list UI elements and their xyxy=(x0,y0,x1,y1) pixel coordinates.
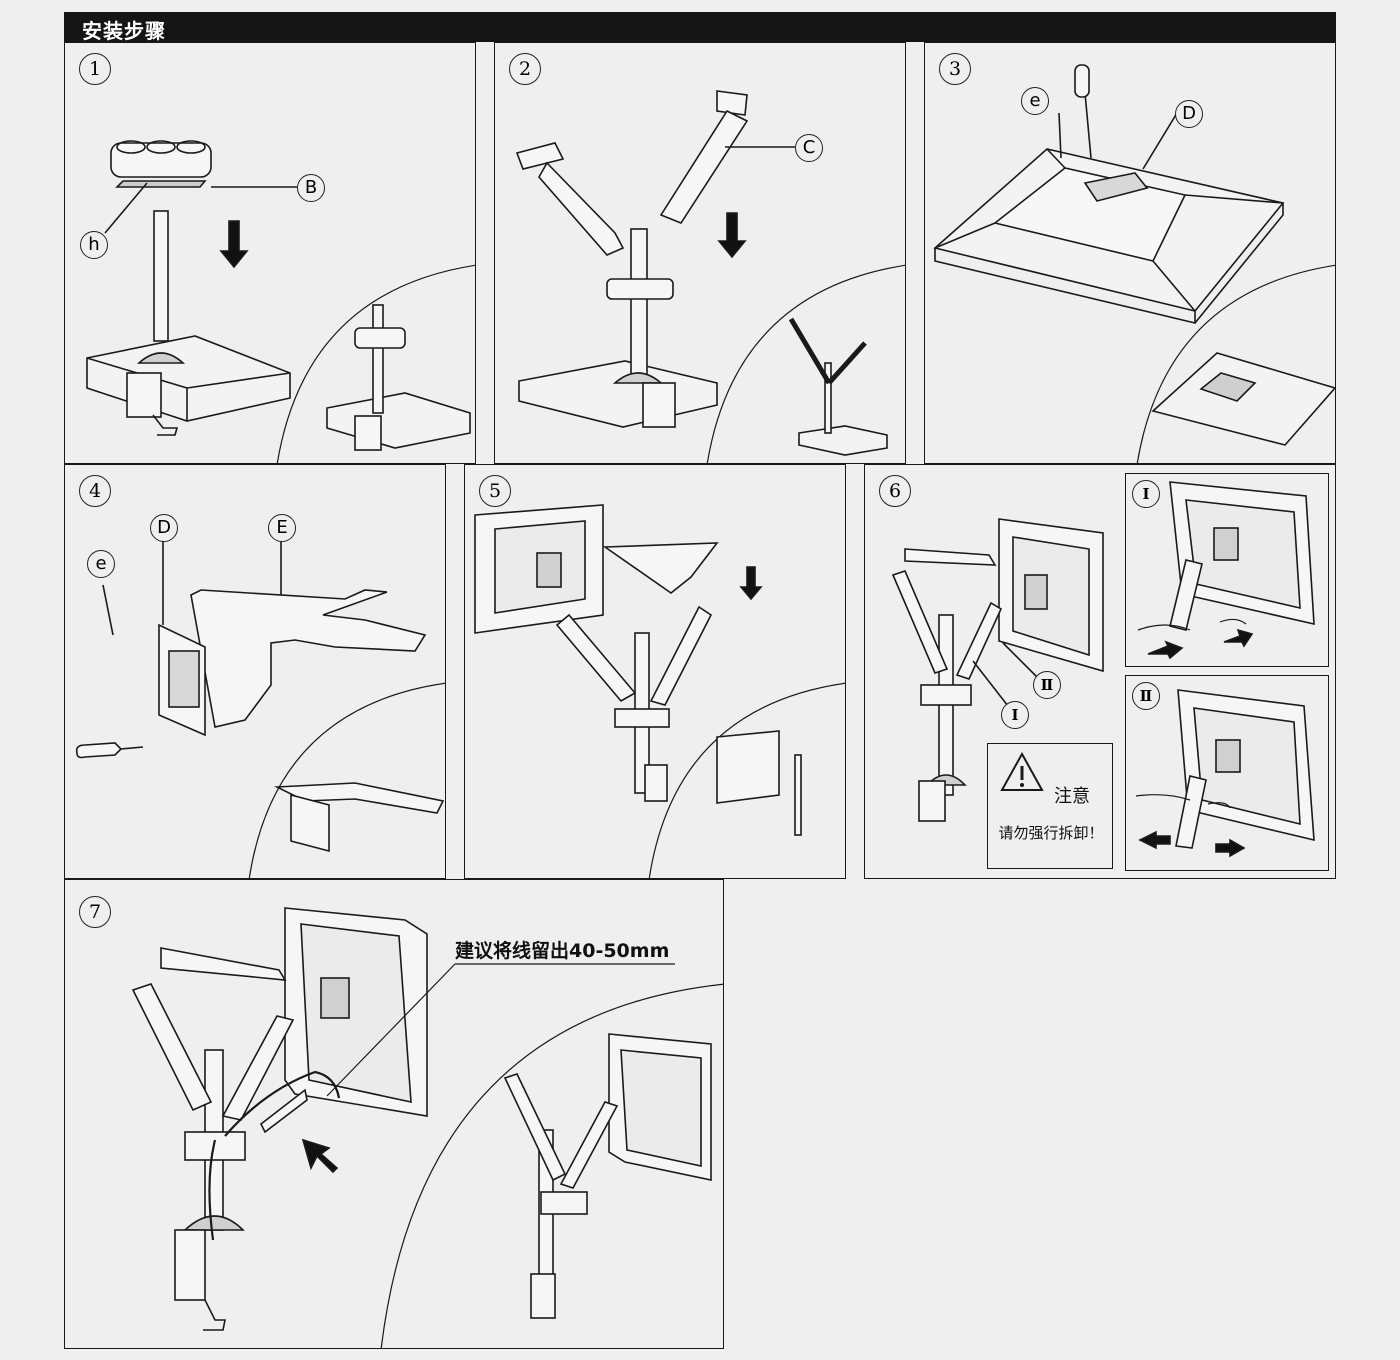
warning-text: 请勿强行拆卸！ xyxy=(998,824,1104,842)
callout-d: D xyxy=(1175,100,1203,128)
step-6-illustration xyxy=(891,518,1104,822)
warning-icon xyxy=(1000,751,1044,791)
callout-d-2: D xyxy=(150,514,178,542)
step-7-panel: 7 建议将线留出40-50mm xyxy=(64,879,724,1349)
step-number-5: 5 xyxy=(479,475,511,507)
subpanel-1-label: Ⅰ xyxy=(1132,480,1160,508)
subpanel-1-illustration xyxy=(1137,481,1315,660)
subpanel-2: Ⅱ xyxy=(1125,675,1329,871)
step-1-panel: 1 B h xyxy=(64,42,476,464)
callout-roman-2: Ⅱ xyxy=(1033,671,1061,699)
instructions-header: 安装步骤 xyxy=(64,12,1336,43)
header-title: 安装步骤 xyxy=(82,19,166,43)
warning-title: 注意 xyxy=(1054,786,1090,807)
subpanel-1: Ⅰ xyxy=(1125,473,1329,667)
callout-e: e xyxy=(1021,87,1049,115)
subpanel-2-label: Ⅱ xyxy=(1132,682,1160,710)
step-5-illustration xyxy=(474,504,845,878)
step-number-3: 3 xyxy=(939,53,971,85)
step-3-illustration xyxy=(933,64,1335,463)
callout-h: h xyxy=(80,231,108,259)
step-number-4: 4 xyxy=(79,475,111,507)
callout-b: B xyxy=(297,174,325,202)
callout-c: C xyxy=(795,134,823,162)
step-number-6: 6 xyxy=(879,475,911,507)
step-2-illustration xyxy=(515,90,905,463)
step-2-panel: 2 C xyxy=(494,42,906,464)
step-number-1: 1 xyxy=(79,53,111,85)
step-number-2: 2 xyxy=(509,53,541,85)
callout-e-2: e xyxy=(87,550,115,578)
step-5-panel: 5 xyxy=(464,464,846,879)
step-6-panel: 6 Ⅱ Ⅰ Ⅰ xyxy=(864,464,1336,879)
step-number-7: 7 xyxy=(79,896,111,928)
step-4-illustration xyxy=(75,525,445,878)
callout-e-upper: E xyxy=(268,514,296,542)
cable-length-annotation: 建议将线留出40-50mm xyxy=(455,940,670,962)
subpanel-2-illustration xyxy=(1135,689,1315,858)
warning-box: 注意 请勿强行拆卸！ xyxy=(987,743,1113,869)
step-7-illustration xyxy=(131,907,723,1348)
step-1-illustration xyxy=(86,140,475,463)
step-4-panel: 4 e D E xyxy=(64,464,446,879)
callout-roman-1: Ⅰ xyxy=(1001,701,1029,729)
step-3-panel: 3 e D xyxy=(924,42,1336,464)
